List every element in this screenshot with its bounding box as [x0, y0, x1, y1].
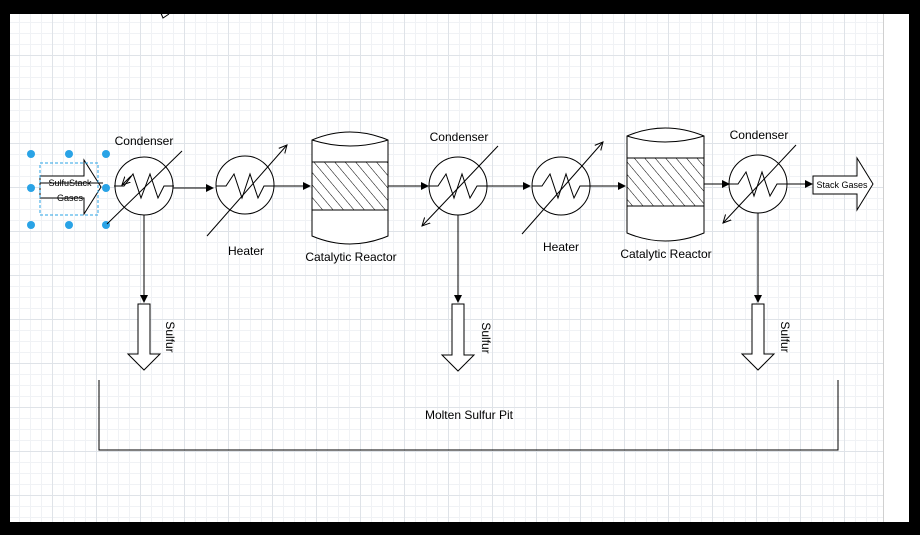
resize-handle-ne	[102, 150, 110, 158]
sulfur-arrow-3[interactable]	[740, 303, 776, 371]
selection-handles[interactable]	[27, 150, 110, 229]
sulfur-label-3: Sulfur	[778, 321, 792, 352]
heater-2[interactable]	[521, 142, 603, 235]
resize-handle-s	[65, 221, 73, 229]
condenser-1-label: Condenser	[115, 134, 174, 148]
sulfur-arrow-1[interactable]	[126, 303, 162, 371]
resize-handle-e	[102, 184, 110, 192]
sulfur-label-1: Sulfur	[163, 321, 177, 352]
sulfur-label-2: Sulfur	[479, 322, 493, 353]
pit-label: Molten Sulfur Pit	[425, 408, 514, 422]
condenser-2-label: Condenser	[430, 130, 489, 144]
condenser-1[interactable]	[106, 150, 183, 225]
inlet-block-arrow[interactable]: SulfuStack Gases	[39, 158, 102, 216]
resize-handle-n	[65, 150, 73, 158]
outlet-block-arrow[interactable]: Stack Gases	[812, 156, 874, 212]
reactor-2-label: Catalytic Reactor	[620, 247, 711, 261]
scrollbar-strip[interactable]	[883, 14, 909, 522]
resize-handle-w	[27, 184, 35, 192]
condenser-3-label: Condenser	[730, 128, 789, 142]
resize-handle-sw	[27, 221, 35, 229]
condenser-2[interactable]	[422, 145, 499, 226]
catalytic-reactor-2[interactable]	[626, 127, 705, 242]
heater-1-label: Heater	[228, 244, 264, 258]
condenser-3[interactable]	[723, 144, 797, 223]
catalytic-reactor-1[interactable]	[311, 131, 389, 245]
stray-edge-fragment	[159, 10, 170, 19]
sulfur-arrow-2[interactable]	[440, 303, 476, 372]
scrollbar-divider	[883, 14, 884, 522]
outlet-label: Stack Gases	[816, 180, 868, 190]
heater-2-label: Heater	[543, 240, 579, 254]
diagram-canvas[interactable]	[10, 14, 883, 522]
inlet-label-line2: Gases	[57, 193, 84, 203]
reactor-1-label: Catalytic Reactor	[305, 250, 396, 264]
heater-1[interactable]	[206, 145, 287, 237]
molten-sulfur-pit[interactable]	[98, 380, 839, 451]
resize-handle-nw	[27, 150, 35, 158]
